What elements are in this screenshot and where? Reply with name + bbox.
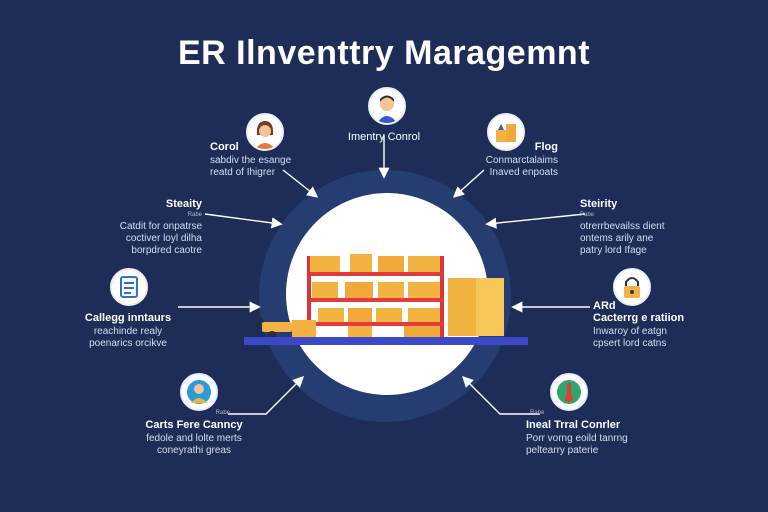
node-top-heading: Imentry Conrol — [347, 131, 421, 143]
node-mid-left-tag: Rabe — [187, 212, 202, 218]
node-top-left-avatar — [246, 113, 284, 151]
node-bottom-left-line-1: fedole and lolte merts — [146, 433, 242, 444]
lock-icon — [615, 270, 649, 304]
node-bottom-right-icon — [550, 373, 588, 411]
arrow-top-left — [282, 169, 319, 198]
node-mid-right-line-1: otrerrbevailss dient — [580, 221, 665, 232]
node-right-icon — [613, 268, 651, 306]
node-mid-right-line-3: patry lord Ifage — [580, 245, 647, 256]
node-left-label: Callegg inntaurs reachinde realy poenari… — [72, 312, 184, 350]
node-mid-right-label: Steirity Pabe otrerrbevailss dient ontem… — [580, 198, 690, 257]
node-bottom-left-heading: Carts Fere Canncy — [145, 419, 243, 431]
node-mid-left-label: Steaity Rabe Catdit for onpatrse coctive… — [96, 198, 202, 257]
woman-avatar-icon — [248, 115, 282, 149]
node-right-heading: Cacterrg e ratiion — [593, 312, 685, 324]
node-right-label: ARd Cacterrg e ratiion Inwaroy of eatgn … — [593, 300, 703, 350]
page-title: ER Ilnventtry Maragemnt — [177, 34, 591, 72]
arrow-bottom-left — [228, 376, 304, 415]
node-top-right-label: Flog Conmarctalaims Inaved enpoats — [460, 141, 558, 179]
node-mid-right-tag: Pabe — [580, 212, 595, 218]
node-right-line-2: cpsert lord catns — [593, 338, 667, 349]
node-bottom-left-label: Rabe Carts Fere Canncy fedole and lolte … — [134, 410, 254, 457]
node-bottom-right-tag: Rabe — [530, 410, 545, 416]
node-top-right-line-1: Conmarctalaims — [485, 155, 558, 166]
node-mid-left-line-1: Catdit for onpatrse — [119, 221, 202, 232]
node-mid-right-heading: Steirity — [580, 198, 618, 210]
node-left-line-2: poenarics orcikve — [89, 338, 167, 349]
node-bottom-left-line-2: coneyrathi greas — [157, 445, 231, 456]
node-bottom-right-heading: Ineal Trral Conrler — [526, 419, 621, 431]
node-top-left-label: Corol sabdiv the esange reatd of Ihigrer — [210, 141, 320, 179]
node-top-left-line-1: sabdiv the esange — [210, 155, 292, 166]
node-top-left-heading: Corol — [210, 141, 239, 153]
node-bottom-right-label: Rabe Ineal Trral Conrler Porr vorng eoil… — [526, 410, 646, 457]
connector-arrows — [178, 135, 590, 415]
node-left-heading: Callegg inntaurs — [84, 312, 172, 324]
node-left-line-1: reachinde realy — [93, 326, 163, 337]
node-right-line-1: Inwaroy of eatgn — [593, 326, 667, 337]
arrow-bottom-right — [462, 376, 540, 415]
arrow-mid-right — [485, 213, 586, 229]
node-mid-left-heading: Steaity — [165, 198, 202, 210]
arrow-mid-left — [204, 213, 283, 229]
warehouse-illustration — [244, 254, 528, 345]
node-top-avatar — [368, 87, 406, 125]
node-mid-left-line-3: borpdred caotre — [131, 245, 202, 256]
node-bottom-left-icon — [180, 373, 218, 411]
thermometer-icon — [552, 375, 586, 409]
node-mid-right-line-2: ontems arily ane — [580, 233, 654, 244]
team-icon — [182, 375, 216, 409]
clipboard-icon — [112, 270, 146, 304]
boxes-icon — [489, 115, 523, 149]
node-top-left-line-2: reatd of Ihigrer — [210, 167, 276, 178]
arrow-top-right — [452, 169, 485, 198]
node-top-right-icon — [487, 113, 525, 151]
node-top-label: Imentry Conrol — [334, 131, 434, 145]
node-mid-left-line-2: coctiver loyl dilha — [125, 233, 202, 244]
node-top-right-heading: Flog — [534, 141, 558, 153]
node-top-right-line-2: Inaved enpoats — [489, 167, 558, 178]
person-avatar-icon — [370, 89, 404, 123]
node-left-icon — [110, 268, 148, 306]
node-bottom-right-line-1: Porr vorng eoild tanrng — [526, 433, 628, 444]
node-right-prefix: ARd — [593, 300, 616, 312]
node-bottom-left-tag: Rabe — [215, 410, 230, 416]
node-bottom-right-line-2: peltearry paterie — [526, 445, 599, 456]
